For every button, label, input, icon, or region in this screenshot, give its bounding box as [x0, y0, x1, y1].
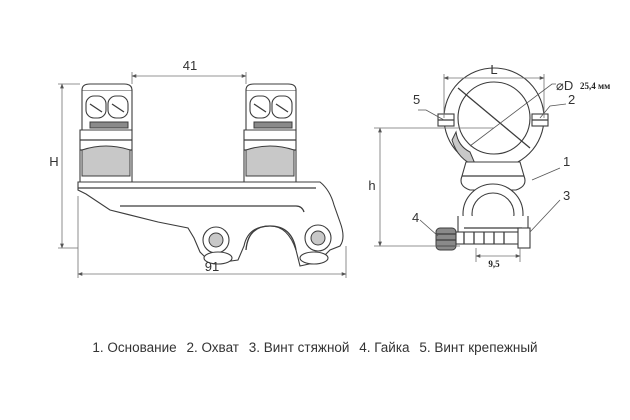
callout-3: 3 [563, 188, 570, 203]
parts-legend: 1. Основание 2. Охват 3. Винт стяжной 4.… [0, 340, 630, 355]
front-view [435, 67, 549, 251]
dimension-diameter-symbol: ⌀D [556, 78, 573, 93]
legend-item-tension-screw: 3. Винт стяжной [248, 340, 350, 355]
legend-item-mounting-screw: 5. Винт крепежный [419, 340, 538, 355]
dimension-91-label: 91 [205, 259, 219, 274]
dimension-H-label: H [49, 154, 58, 169]
dimension-h-label: h [368, 178, 375, 193]
legend-item-nut: 4. Гайка [359, 340, 410, 355]
callout-5: 5 [413, 92, 420, 107]
legend-item-clamp: 2. Охват [186, 340, 239, 355]
callout-2: 2 [568, 92, 575, 107]
dimension-9-5-label: 9,5 [488, 259, 500, 269]
dimension-L-label: L [490, 62, 497, 77]
side-view [77, 83, 344, 267]
callout-4: 4 [412, 210, 419, 225]
side-dimensions [58, 72, 347, 278]
callout-1: 1 [563, 154, 570, 169]
legend-item-base: 1. Основание [92, 340, 177, 355]
dimension-41-label: 41 [183, 58, 197, 73]
front-dimensions [374, 74, 567, 262]
dimension-diameter-value: 25,4 мм [580, 81, 610, 91]
